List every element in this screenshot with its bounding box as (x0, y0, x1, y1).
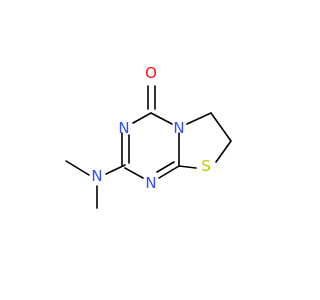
bond-s-c8a (178, 165, 197, 169)
bonds (65, 85, 232, 209)
bond-c5-c6 (210, 112, 232, 142)
atom-label-oxygen: O (145, 64, 157, 82)
bond-n-bottom-c8a-second (156, 161, 175, 173)
bond-n-bottom-c8a (158, 165, 180, 179)
molecule-diagram: O N N N N S (65, 64, 232, 209)
bond-c2-n-bottom (124, 167, 144, 179)
atom-label-nitrogen-bottom: N (145, 174, 156, 192)
bond-c4-n-ring (150, 112, 173, 125)
bond-n-ring-c5 (186, 112, 212, 125)
bond-n-amine-methyl-left (65, 160, 90, 176)
atom-label-nitrogen-ring: N (173, 119, 184, 137)
atom-label-sulfur: S (201, 157, 211, 175)
bond-c2-n-amine (105, 164, 126, 175)
bond-c4-n-top (132, 112, 152, 124)
atom-label-nitrogen-top: N (118, 119, 129, 137)
atom-label-nitrogen-amine: N (91, 167, 102, 185)
bond-c6-s (215, 140, 232, 163)
atom-labels: O N N N N S (91, 64, 210, 192)
